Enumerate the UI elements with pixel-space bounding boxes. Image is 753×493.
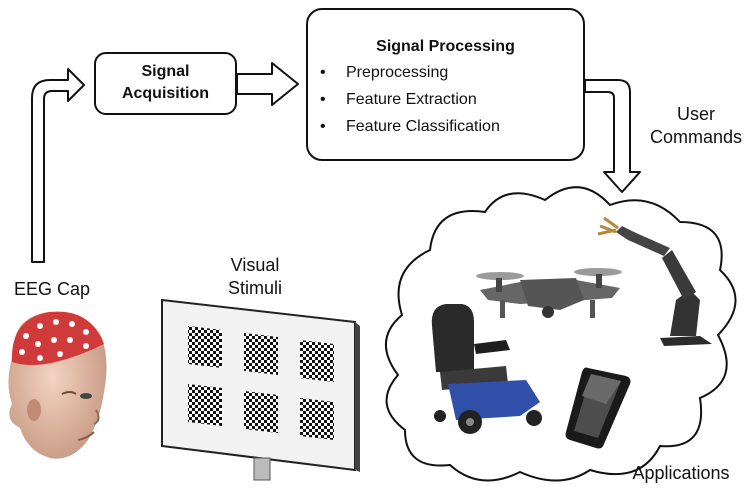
applications-label: Applications (632, 463, 730, 483)
visual-stimuli-line1: Visual (230, 255, 280, 275)
signal-acquisition-title-line2: Acquisition (121, 85, 210, 102)
monitor-checkerboard-icon (161, 298, 360, 481)
processing-step: • Feature Extraction (308, 86, 583, 113)
arrow-eeg-to-acquisition (31, 68, 85, 263)
processing-step: • Preprocessing (308, 59, 583, 86)
user-commands-label: User Commands (640, 103, 752, 149)
user-commands-line2: Commands (649, 127, 743, 147)
bullet: • (320, 91, 326, 108)
signal-acquisition-title-line1: Signal (141, 63, 190, 80)
robotic-arm-icon (597, 216, 712, 346)
smartphone-icon (565, 367, 631, 449)
signal-processing-title: Signal Processing (376, 38, 515, 55)
signal-acquisition-title: Signal Acquisition (96, 61, 235, 105)
wheelchair-icon (431, 304, 542, 434)
drone-icon (476, 268, 622, 318)
step-feature-extraction: Feature Extraction (346, 91, 477, 108)
visual-stimuli-label: Visual Stimuli (205, 254, 305, 300)
signal-acquisition-box: Signal Acquisition (94, 52, 237, 115)
processing-steps-list: • Preprocessing • Feature Extraction • F… (308, 59, 583, 140)
step-feature-classification: Feature Classification (346, 118, 500, 135)
arrow-processing-to-applications (584, 79, 641, 193)
user-commands-line1: User (676, 104, 715, 124)
processing-step: • Feature Classification (308, 113, 583, 140)
visual-stimuli-line2: Stimuli (227, 278, 282, 298)
eeg-cap-head-icon (8, 311, 107, 459)
step-preprocessing: Preprocessing (346, 64, 449, 81)
bullet: • (320, 118, 326, 135)
arrow-acquisition-to-processing (236, 62, 299, 106)
signal-processing-box: Signal Processing • Preprocessing • Feat… (306, 8, 585, 161)
bullet: • (320, 64, 326, 81)
eeg-cap-label: EEG Cap (13, 279, 91, 299)
